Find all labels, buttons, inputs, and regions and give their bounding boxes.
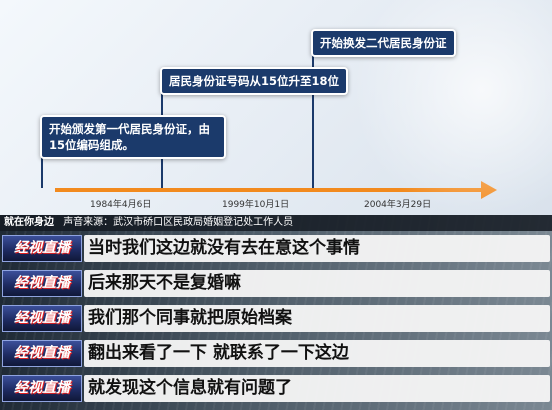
channel-logo: 经视直播 xyxy=(2,235,82,262)
timeline-stem-2004 xyxy=(312,54,314,188)
timeline-date-1984: 1984年4月6日 xyxy=(90,200,152,210)
timeline-event-1984: 开始颁发第一代居民身份证，由15位编码组成。 xyxy=(40,115,226,159)
timeline-date-1999: 1999年10月1日 xyxy=(222,200,290,210)
timeline-event-text: 开始颁发第一代居民身份证，由15位编码组成。 xyxy=(49,122,210,152)
channel-logo: 经视直播 xyxy=(2,305,82,332)
program-tag: 就在你身边 xyxy=(4,217,54,228)
subtitle-row: 经视直播 就发现这个信息就有问题了 xyxy=(0,372,552,405)
source-caption: 声音来源：武汉市硚口区民政局婚姻登记处工作人员 xyxy=(63,217,294,228)
timeline-arrow-head xyxy=(481,181,497,199)
timeline-date-2004: 2004年3月29日 xyxy=(364,200,432,210)
timeline-graphic: 开始颁发第一代居民身份证，由15位编码组成。 居民身份证号码从15位升至18位 … xyxy=(0,0,552,215)
channel-logo: 经视直播 xyxy=(2,340,82,367)
timeline-axis xyxy=(55,188,483,192)
timeline-event-text: 居民身份证号码从15位升至18位 xyxy=(169,74,340,88)
source-bar: 就在你身边 声音来源：武汉市硚口区民政局婚姻登记处工作人员 xyxy=(0,215,552,231)
news-subtitle-panel: 就在你身边 声音来源：武汉市硚口区民政局婚姻登记处工作人员 经视直播 当时我们这… xyxy=(0,215,552,410)
subtitle-text: 就发现这个信息就有问题了 xyxy=(84,375,550,402)
timeline-event-1999: 居民身份证号码从15位升至18位 xyxy=(160,67,349,95)
timeline-event-text: 开始换发二代居民身份证 xyxy=(320,36,447,50)
subtitle-row: 经视直播 后来那天不是复婚嘛 xyxy=(0,267,552,300)
subtitle-text: 翻出来看了一下 就联系了一下这边 xyxy=(84,340,550,367)
subtitle-text: 我们那个同事就把原始档案 xyxy=(84,305,550,332)
channel-logo: 经视直播 xyxy=(2,270,82,297)
timeline-stem-1984 xyxy=(41,150,43,188)
subtitle-row: 经视直播 我们那个同事就把原始档案 xyxy=(0,302,552,335)
subtitle-row: 经视直播 当时我们这边就没有去在意这个事情 xyxy=(0,232,552,265)
timeline-event-2004: 开始换发二代居民身份证 xyxy=(311,29,456,57)
subtitle-text: 当时我们这边就没有去在意这个事情 xyxy=(84,235,550,262)
subtitle-row: 经视直播 翻出来看了一下 就联系了一下这边 xyxy=(0,337,552,370)
subtitle-text: 后来那天不是复婚嘛 xyxy=(84,270,550,297)
channel-logo: 经视直播 xyxy=(2,375,82,402)
